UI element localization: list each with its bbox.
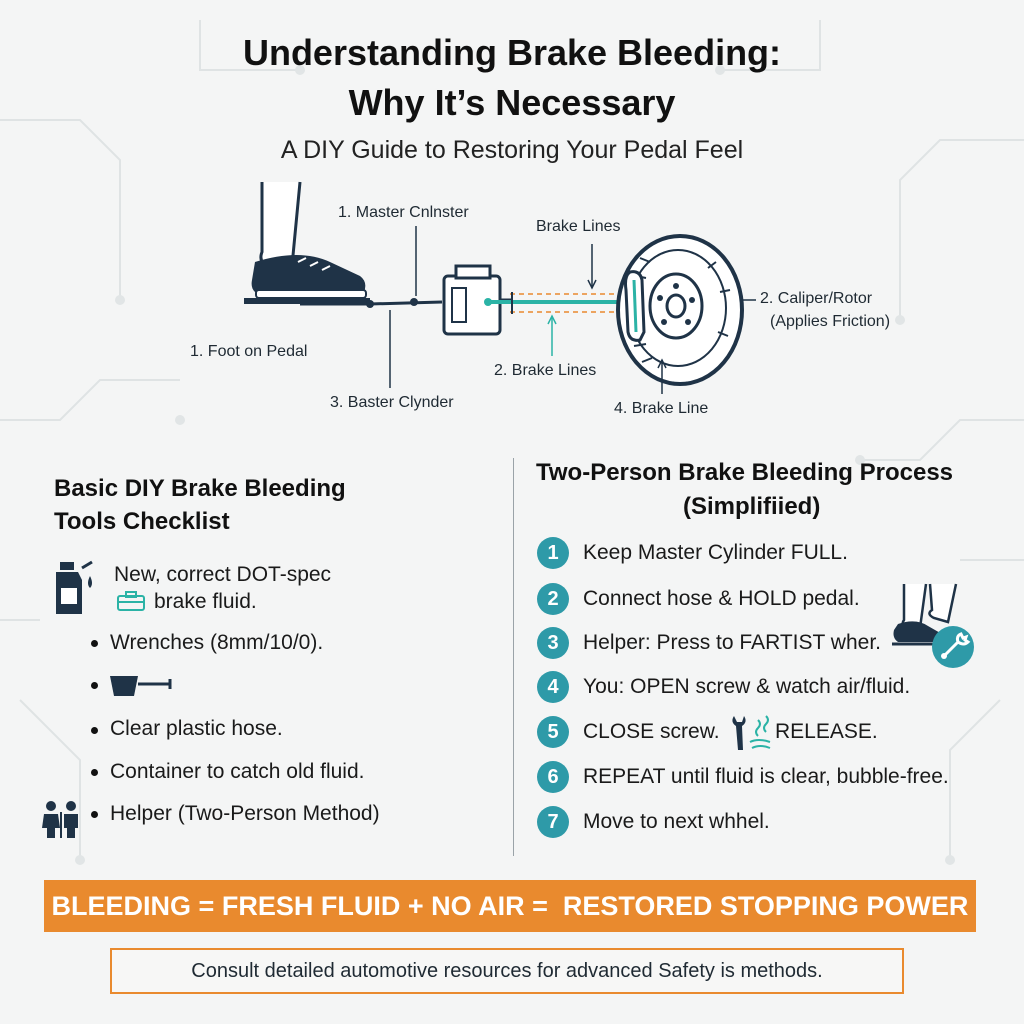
step-text: REPEAT until fluid is clear, bubble-free… — [583, 765, 949, 788]
foot-on-pedal-icon — [244, 181, 370, 304]
air-bubbles-icon — [749, 715, 771, 749]
tool-hose: Clear plastic hose. — [110, 717, 283, 740]
bullet — [91, 727, 98, 734]
step-number: 7 — [537, 806, 569, 838]
process-heading-line2: (Simplifiied) — [683, 493, 821, 520]
two-people-icon — [42, 801, 78, 838]
section-divider — [513, 458, 514, 856]
master-cylinder-icon — [442, 264, 512, 336]
bullet — [91, 640, 98, 647]
tool-fluid-line1: New, correct DOT-spec — [114, 563, 332, 586]
page-title-line2: Why It’s Necessary — [348, 82, 676, 123]
tool-container: Container to catch old fluid. — [110, 760, 365, 783]
bullet — [91, 811, 98, 818]
wrench-icon — [732, 716, 746, 750]
tool-fluid-line2: brake fluid. — [154, 590, 257, 613]
bullet — [91, 682, 98, 689]
step-number: 4 — [537, 671, 569, 703]
footer-note: Consult detailed automotive resources fo… — [110, 948, 904, 994]
toolbox-icon — [117, 591, 145, 611]
brake-caliper-icon — [624, 270, 646, 342]
step-text: Move to next whhel. — [583, 810, 770, 833]
step-text: CLOSE screw. — [583, 720, 720, 743]
master-cylinder-label: 1. Master Cnlnster — [338, 204, 469, 221]
step-text: You: OPEN screw & watch air/fluid. — [583, 675, 911, 698]
brake-lines-top-label: Brake Lines — [536, 218, 621, 235]
wrench-and-bubbles-icons — [732, 715, 771, 750]
caliper-rotor-label: 2. Caliper/Rotor — [760, 290, 873, 307]
step-number: 5 — [537, 716, 569, 748]
step-text: Keep Master Cylinder FULL. — [583, 541, 848, 564]
brake-line-label: 4. Brake Line — [614, 400, 709, 417]
applies-friction-label: (Applies Friction) — [770, 313, 891, 330]
step-number: 1 — [537, 537, 569, 569]
tools-heading-line1: Basic DIY Brake Bleeding — [54, 475, 346, 502]
page-subtitle: A DIY Guide to Restoring Your Pedal Feel — [280, 136, 744, 164]
brake-rotor-icon — [616, 234, 744, 386]
tube-tool-icon — [110, 676, 172, 696]
foot-on-pedal-label: 1. Foot on Pedal — [190, 343, 308, 360]
step-text: Connect hose & HOLD pedal. — [583, 587, 860, 610]
step-number: 2 — [537, 583, 569, 615]
fluid-bottle-icon — [56, 560, 93, 614]
step-number: 3 — [537, 627, 569, 659]
step-text-release: RELEASE. — [775, 720, 878, 743]
tool-wrenches: Wrenches (8mm/10/0). — [110, 631, 324, 654]
process-heading-line1: Two-Person Brake Bleeding Process — [536, 459, 954, 486]
page-title-line1: Understanding Brake Bleeding: — [242, 32, 782, 73]
bullet — [91, 769, 98, 776]
wrench-badge-icon — [932, 626, 974, 668]
brake-system-diagram — [244, 181, 756, 394]
step-text: Helper: Press to FARTIST wher. — [583, 631, 881, 654]
tool-helper: Helper (Two-Person Method) — [110, 802, 380, 825]
baster-clynder-label: 3. Baster Clynder — [330, 394, 454, 411]
step-number: 6 — [537, 761, 569, 793]
brake-lines-bottom-label: 2. Brake Lines — [494, 362, 597, 379]
summary-banner: BLEEDING = FRESH FLUID + NO AIR = RESTOR… — [44, 880, 976, 932]
tools-heading-line2: Tools Checklist — [54, 508, 230, 535]
